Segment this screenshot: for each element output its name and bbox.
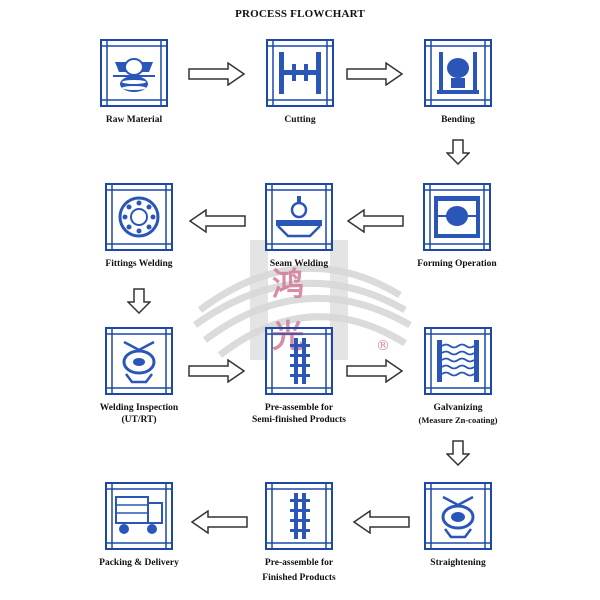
galvanizing-icon bbox=[423, 326, 493, 396]
raw-material-icon bbox=[99, 38, 169, 108]
pre-assemble-semi-icon bbox=[264, 326, 334, 396]
step-label: Bending bbox=[441, 115, 475, 125]
step-pre-assemble-finished: Pre-assemble for Finished Products bbox=[229, 481, 369, 584]
step-welding-inspection: Welding Inspection (UT/RT) bbox=[69, 326, 209, 426]
fittings-welding-icon bbox=[104, 182, 174, 252]
step-sublabel: Semi-finished Products bbox=[251, 415, 347, 425]
step-label: Forming Operation bbox=[417, 259, 497, 269]
step-straightening: Straightening bbox=[388, 481, 528, 569]
pre-assemble-finished-icon bbox=[264, 481, 334, 551]
arrow-down-icon bbox=[446, 139, 470, 165]
step-raw-material: Raw Material bbox=[64, 38, 204, 126]
arrow-down-icon bbox=[127, 288, 151, 314]
step-label: Pre-assemble for bbox=[264, 403, 334, 413]
step-sublabel: (UT/RT) bbox=[121, 415, 157, 425]
page-title: PROCESS FLOWCHART bbox=[235, 8, 365, 20]
step-label: Galvanizing bbox=[433, 403, 483, 413]
step-label: Packing & Delivery bbox=[99, 558, 179, 568]
arrow-right-icon bbox=[346, 359, 404, 383]
svg-text:光: 光 bbox=[272, 317, 304, 355]
svg-text:鸿: 鸿 bbox=[272, 265, 304, 303]
step-label: Seam Welding bbox=[269, 259, 329, 269]
arrow-left-icon bbox=[346, 209, 404, 233]
step-forming-operation: Forming Operation bbox=[387, 182, 527, 270]
step-label: Welding Inspection bbox=[99, 403, 179, 413]
straightening-icon bbox=[423, 481, 493, 551]
watermark-logo: 鸿 光 ® bbox=[192, 240, 412, 360]
arrow-left-icon bbox=[190, 510, 248, 534]
step-label: Fittings Welding bbox=[105, 259, 173, 269]
welding-inspection-icon bbox=[104, 326, 174, 396]
arrow-left-icon bbox=[352, 510, 410, 534]
arrow-right-icon bbox=[346, 62, 404, 86]
arrow-right-icon bbox=[188, 359, 246, 383]
bending-icon bbox=[423, 38, 493, 108]
step-pre-assemble-semi: Pre-assemble for Semi-finished Products bbox=[229, 326, 369, 426]
step-label: Straightening bbox=[430, 558, 486, 568]
step-seam-welding: Seam Welding bbox=[229, 182, 369, 270]
step-label: Cutting bbox=[284, 115, 316, 125]
step-packing-delivery: Packing & Delivery bbox=[69, 481, 209, 569]
step-label: Pre-assemble for bbox=[264, 558, 334, 568]
step-galvanizing: Galvanizing (Measure Zn-coating) bbox=[388, 326, 528, 426]
step-bending: Bending bbox=[388, 38, 528, 126]
cutting-icon bbox=[265, 38, 335, 108]
step-label: Raw Material bbox=[105, 115, 163, 125]
step-sublabel: (Measure Zn-coating) bbox=[418, 415, 498, 425]
arrow-down-icon bbox=[446, 440, 470, 466]
seam-welding-icon bbox=[264, 182, 334, 252]
packing-delivery-icon bbox=[104, 481, 174, 551]
step-cutting: Cutting bbox=[230, 38, 370, 126]
step-fittings-welding: Fittings Welding bbox=[69, 182, 209, 270]
arrow-right-icon bbox=[188, 62, 246, 86]
forming-operation-icon bbox=[422, 182, 492, 252]
step-sublabel: Finished Products bbox=[262, 573, 336, 583]
svg-text:®: ® bbox=[376, 338, 390, 354]
arrow-left-icon bbox=[188, 209, 246, 233]
